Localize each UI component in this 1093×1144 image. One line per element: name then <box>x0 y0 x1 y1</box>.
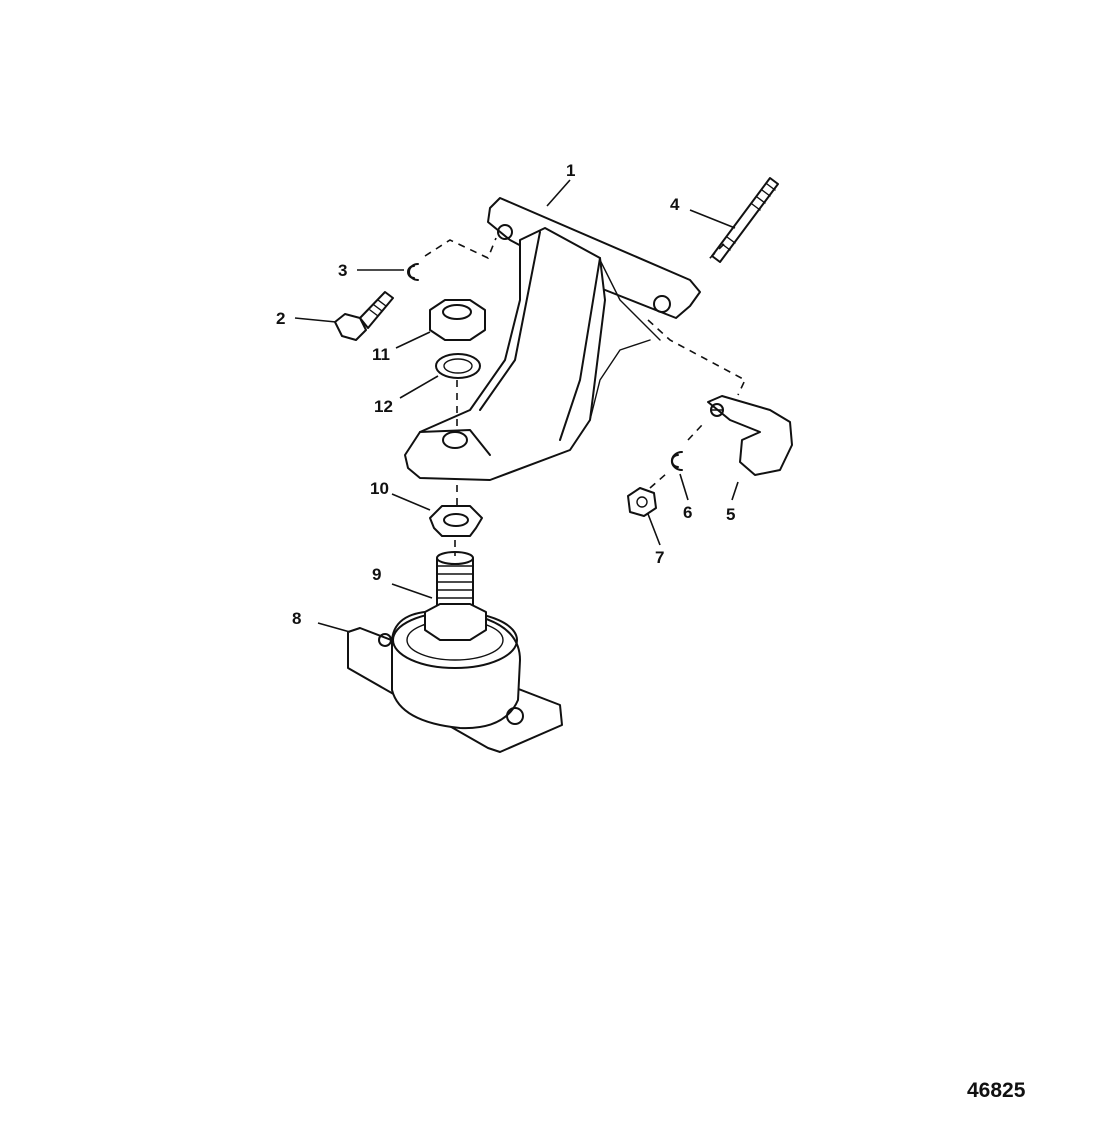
part-8-mount-base <box>347 610 563 753</box>
callout-9: 9 <box>372 565 381 584</box>
callout-5: 5 <box>726 505 735 524</box>
part-3-lock-washer <box>407 263 419 281</box>
figure-number: 46825 <box>967 1079 1026 1102</box>
part-5-clamp <box>707 395 793 476</box>
callout-1: 1 <box>566 161 575 180</box>
assembly-lines <box>424 237 747 556</box>
part-2-bolt <box>334 291 394 341</box>
callout-4: 4 <box>670 195 680 214</box>
callout-8: 8 <box>292 609 301 628</box>
part-4-stud <box>711 177 779 263</box>
callout-6: 6 <box>683 503 692 522</box>
part-10-tab-washer <box>429 505 483 537</box>
part-6-lock-washer <box>670 451 683 471</box>
callout-12: 12 <box>374 397 393 416</box>
part-7-nut <box>627 487 657 517</box>
callout-7: 7 <box>655 548 664 567</box>
part-11-nut <box>429 299 486 341</box>
callout-3: 3 <box>338 261 347 280</box>
leader-lines <box>294 179 739 633</box>
callout-2: 2 <box>276 309 285 328</box>
callout-11: 11 <box>372 345 390 364</box>
part-9-threaded-stud <box>424 551 487 641</box>
callout-10: 10 <box>370 479 389 498</box>
part-1-bracket <box>404 197 701 481</box>
part-12-lock-washer <box>435 353 481 379</box>
